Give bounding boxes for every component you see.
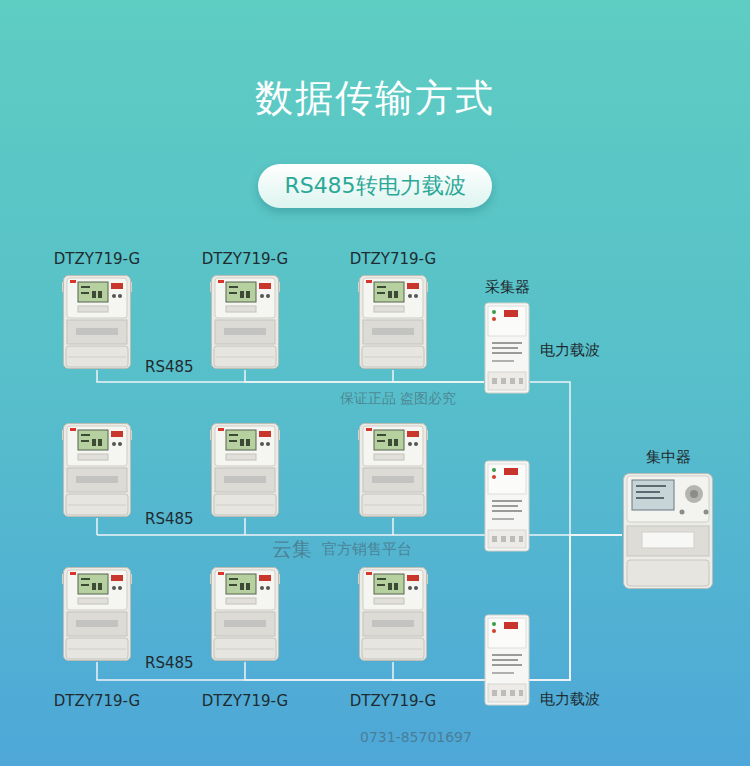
meter-drawing xyxy=(62,568,132,661)
meter-shape xyxy=(62,274,132,370)
meter-illustration xyxy=(210,424,280,517)
drop-wire xyxy=(96,518,98,535)
carrier-label: 电力载波 xyxy=(540,692,600,707)
conc-shape xyxy=(622,472,714,590)
conc-drawing xyxy=(624,474,713,589)
bus-label: RS485 xyxy=(145,656,194,671)
meter-shape xyxy=(358,566,428,662)
wire-connector xyxy=(393,370,484,382)
meter-shape xyxy=(62,566,132,662)
wire-connector xyxy=(245,370,484,382)
wire-connector xyxy=(245,535,622,680)
meter-box: DTZY719-G xyxy=(62,274,132,370)
meter-shape xyxy=(210,566,280,662)
meter-drawing xyxy=(358,276,428,369)
mode-pill: RS485转电力载波 xyxy=(258,164,492,208)
bus-label: RS485 xyxy=(145,360,194,375)
meter-drawing xyxy=(62,276,132,369)
meter-drawing xyxy=(210,276,280,369)
meter-illustration xyxy=(358,424,428,517)
meter-box: DTZY719-G xyxy=(358,274,428,370)
meter-box: DTZY719-G xyxy=(210,566,280,662)
node-heading: 集中器 xyxy=(646,448,691,466)
node-heading: DTZY719-G xyxy=(54,250,140,268)
meter-drawing xyxy=(358,568,428,661)
coll-shape xyxy=(484,302,530,394)
node-heading: 采集器 xyxy=(485,278,530,296)
collector-illustration xyxy=(485,461,529,551)
meter-box: DTZY719-G xyxy=(358,566,428,662)
drop-wire xyxy=(244,518,246,535)
meter-shape xyxy=(358,274,428,370)
meter-illustration xyxy=(62,424,132,517)
bus-label: RS485 xyxy=(145,512,194,527)
watermark: 0731-85701697 xyxy=(360,730,472,744)
node-heading: DTZY719-G xyxy=(202,692,288,710)
coll-drawing xyxy=(485,303,529,393)
node-heading: DTZY719-G xyxy=(350,250,436,268)
node-heading: DTZY719-G xyxy=(54,692,140,710)
concentrator-box: 集中器 xyxy=(622,472,714,590)
wire-connector xyxy=(530,382,622,535)
node-heading: DTZY719-G xyxy=(350,692,436,710)
wire-connector xyxy=(97,535,622,680)
drop-wire xyxy=(392,518,394,535)
meter-box: DTZY719-G xyxy=(62,566,132,662)
page-title: 数据传输方式 xyxy=(0,76,750,122)
watermark: 保证正品 盗图必究 xyxy=(340,391,456,405)
node-heading: DTZY719-G xyxy=(202,250,288,268)
collector-box: 采集器 xyxy=(484,302,530,394)
node-text: RS485转电力载波 xyxy=(284,164,465,208)
watermark: 官方销售平台 xyxy=(322,542,412,557)
meter-drawing xyxy=(210,568,280,661)
meter-shape xyxy=(210,274,280,370)
collector-illustration xyxy=(485,615,529,705)
watermark: 云集 xyxy=(272,539,312,559)
carrier-label: 电力载波 xyxy=(540,343,600,358)
meter-box: DTZY719-G xyxy=(210,274,280,370)
